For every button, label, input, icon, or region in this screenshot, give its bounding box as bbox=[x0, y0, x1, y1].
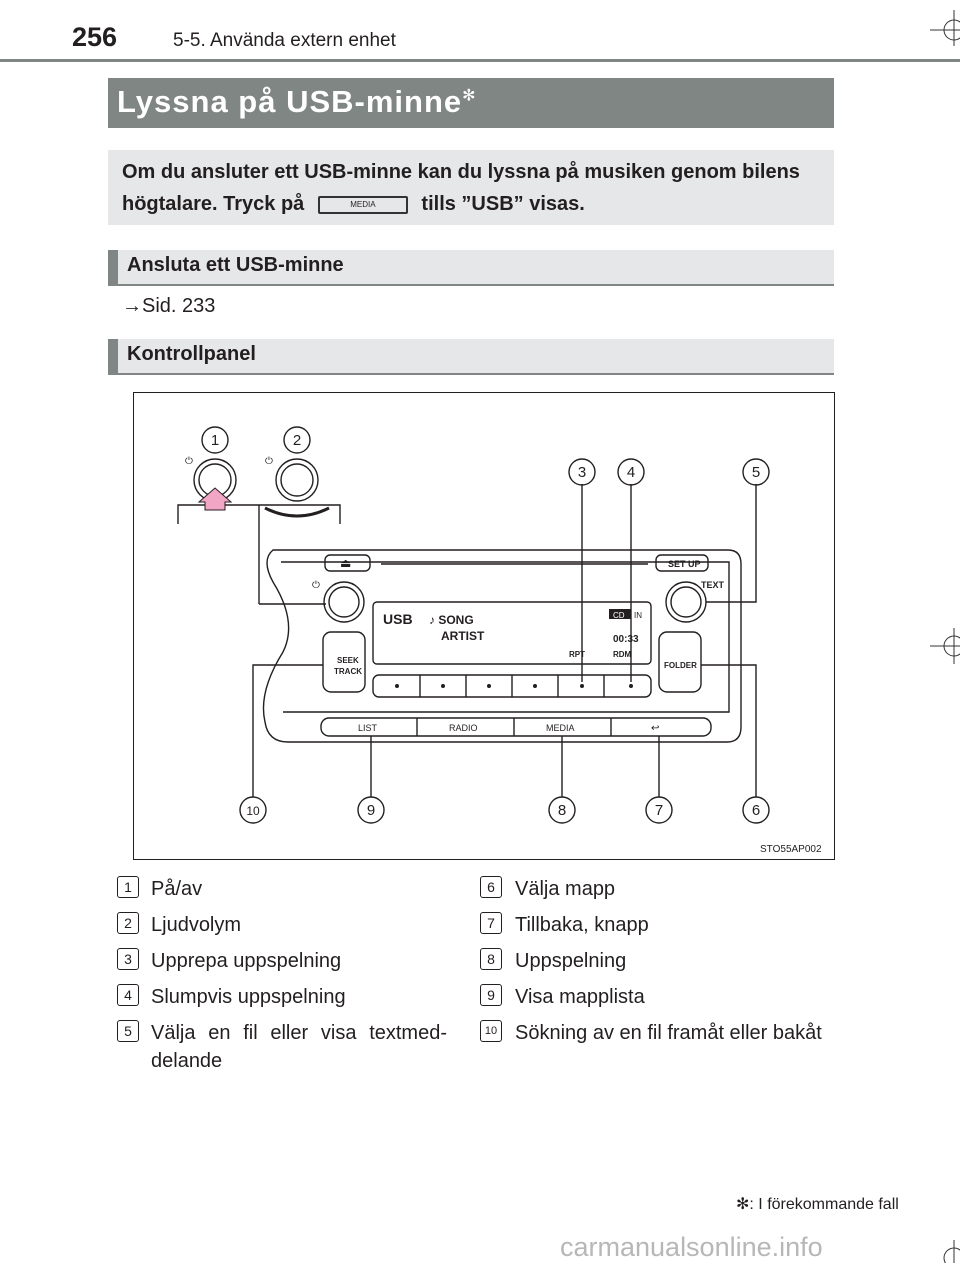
svg-text:LIST: LIST bbox=[358, 723, 378, 733]
legend-number: 10 bbox=[480, 1020, 502, 1042]
svg-text:9: 9 bbox=[367, 802, 375, 819]
media-button-icon: MEDIA bbox=[317, 195, 408, 214]
svg-text:8: 8 bbox=[558, 802, 566, 819]
registration-mark-icon bbox=[930, 628, 960, 664]
svg-text:6: 6 bbox=[752, 802, 760, 819]
registration-mark-icon bbox=[930, 10, 960, 46]
title-mark: ✻ bbox=[462, 87, 477, 105]
legend-number: 4 bbox=[117, 984, 139, 1006]
control-panel-figure bbox=[133, 392, 835, 860]
legend-text: Upprepa uppspelning bbox=[151, 950, 342, 972]
svg-text:3: 3 bbox=[578, 464, 586, 481]
legend-number: 9 bbox=[480, 984, 502, 1006]
page-number: 256 bbox=[72, 22, 118, 52]
legend-number: 2 bbox=[117, 912, 139, 934]
svg-text:00:33: 00:33 bbox=[613, 634, 639, 645]
legend-number: 6 bbox=[480, 876, 502, 898]
registration-mark-icon bbox=[943, 1240, 960, 1263]
svg-text:⏻: ⏻ bbox=[312, 580, 320, 591]
svg-text:TEXT: TEXT bbox=[701, 580, 725, 590]
svg-text:CD: CD bbox=[613, 611, 625, 620]
svg-text:MEDIA: MEDIA bbox=[546, 723, 575, 733]
title-bar bbox=[108, 78, 834, 128]
legend-text: Sökning av en fil framåt eller bakåt bbox=[515, 1022, 822, 1044]
svg-text:7: 7 bbox=[655, 802, 663, 819]
section-title: 5-5. Använda extern enhet bbox=[173, 30, 396, 51]
svg-text:SEEK: SEEK bbox=[337, 656, 359, 665]
svg-text:4: 4 bbox=[627, 464, 635, 481]
intro-text: Om du ansluter ett USB-minne kan du lyss… bbox=[122, 161, 800, 215]
svg-text:10: 10 bbox=[246, 804, 260, 818]
legend-text: Välja en fil eller visa textmed-delande bbox=[151, 1022, 447, 1072]
watermark: carmanualsonline.info bbox=[560, 1232, 823, 1262]
svg-text:⏻: ⏻ bbox=[185, 456, 193, 467]
legend-number: 7 bbox=[480, 912, 502, 934]
legend-text: Välja mapp bbox=[515, 878, 616, 900]
legend-text: Uppspelning bbox=[515, 950, 627, 972]
svg-text:2: 2 bbox=[293, 432, 301, 449]
legend-number: 1 bbox=[117, 876, 139, 898]
svg-text:FOLDER: FOLDER bbox=[664, 661, 697, 670]
svg-text:5: 5 bbox=[752, 464, 760, 481]
legend-number: 3 bbox=[117, 948, 139, 970]
svg-text:ARTIST: ARTIST bbox=[441, 629, 485, 643]
radio-panel-illustration: ⏏ SET UP TEXT ⏻ ⏻ ⏻ USB ♪ SONG ARTIST CD… bbox=[177, 426, 770, 824]
figure-code: STO55AP002 bbox=[760, 844, 822, 855]
legend-text: Ljudvolym bbox=[151, 914, 242, 936]
svg-text:1: 1 bbox=[211, 432, 219, 449]
legend-number: 5 bbox=[117, 1020, 139, 1042]
arrow-right-icon: → bbox=[122, 295, 142, 317]
svg-text:RDM: RDM bbox=[613, 650, 632, 659]
svg-text:RPT: RPT bbox=[569, 650, 585, 659]
svg-text:RADIO: RADIO bbox=[449, 723, 478, 733]
svg-text:↩: ↩ bbox=[651, 723, 659, 734]
section-connect-heading: Ansluta ett USB-minne bbox=[108, 250, 834, 286]
legend-text: Tillbaka, knapp bbox=[515, 914, 649, 936]
intro-box bbox=[108, 150, 834, 225]
svg-text:SET UP: SET UP bbox=[668, 559, 701, 569]
legend-text: Visa mapplista bbox=[515, 986, 645, 1008]
header-rule bbox=[0, 59, 960, 62]
page-title: Lyssna på USB-minne✻ bbox=[117, 84, 477, 119]
svg-text:USB: USB bbox=[383, 611, 413, 627]
svg-text:⏏: ⏏ bbox=[340, 556, 351, 570]
footnote: ✻: I förekommande fall bbox=[736, 1196, 899, 1213]
svg-text:IN: IN bbox=[634, 611, 642, 620]
section-panel-heading: Kontrollpanel bbox=[108, 339, 834, 375]
page-reference: →Sid. 233 bbox=[122, 295, 216, 317]
legend-number: 8 bbox=[480, 948, 502, 970]
svg-text:⏻: ⏻ bbox=[265, 456, 273, 467]
svg-text:♪ SONG: ♪ SONG bbox=[429, 613, 474, 627]
svg-text:TRACK: TRACK bbox=[334, 667, 362, 676]
legend-text: På/av bbox=[151, 878, 203, 900]
legend-text: Slumpvis uppspelning bbox=[151, 986, 346, 1008]
